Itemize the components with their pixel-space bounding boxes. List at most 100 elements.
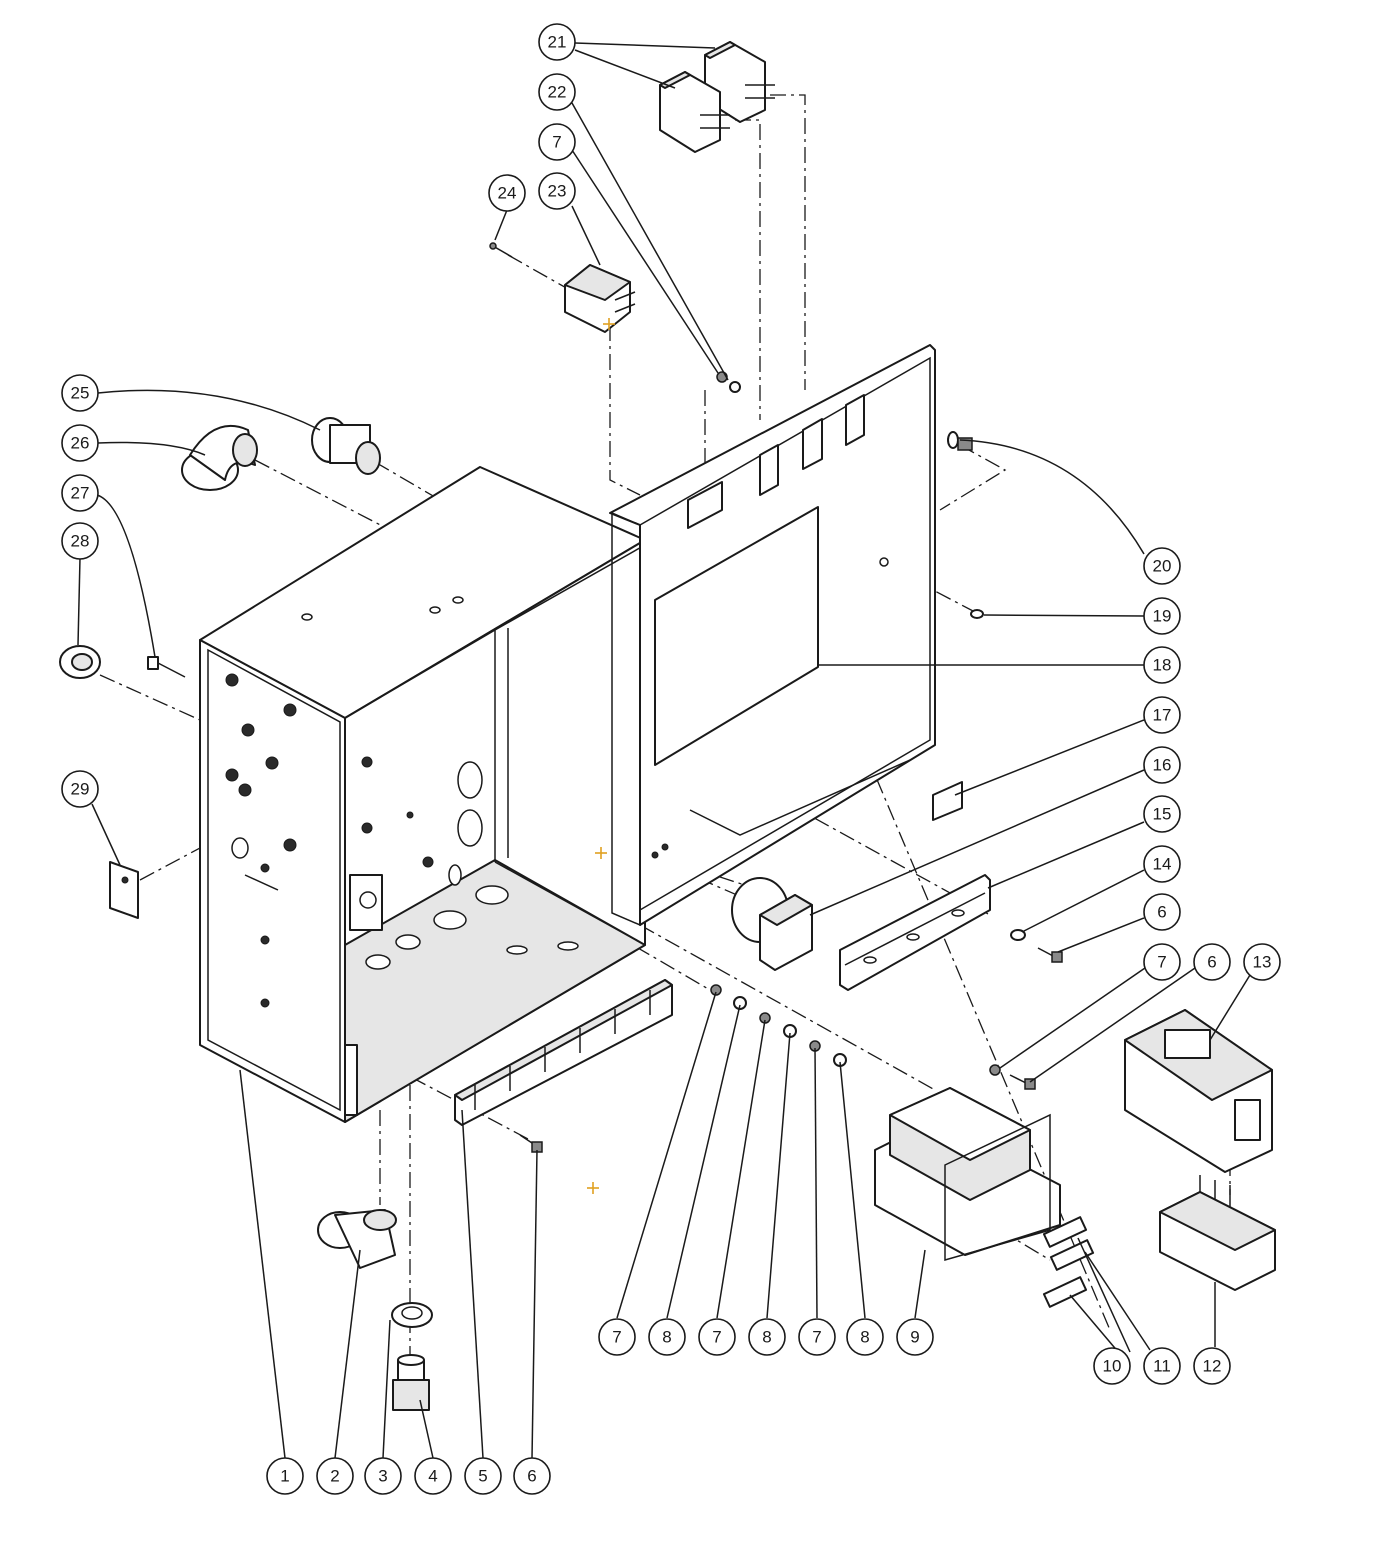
callout-28: 28 <box>61 522 99 560</box>
svg-text:26: 26 <box>71 434 90 453</box>
callout-13: 13 <box>1243 943 1281 981</box>
grommet-inner <box>71 653 93 671</box>
callout-6-contactor: 6 <box>1193 943 1231 981</box>
transformer <box>874 1087 1061 1261</box>
callout-24: 24 <box>488 174 526 212</box>
callout-23: 23 <box>538 172 576 210</box>
svg-text:16: 16 <box>1153 756 1172 775</box>
conduit-fitting <box>392 1354 430 1411</box>
contactor-washer <box>989 1064 1001 1076</box>
contactor <box>1124 1009 1273 1173</box>
washer-nut-row <box>710 984 847 1067</box>
svg-text:7: 7 <box>552 133 561 152</box>
callout-7-row-c: 7 <box>798 1318 836 1356</box>
callout-8-row-b: 8 <box>748 1318 786 1356</box>
callout-7-contactor: 7 <box>1143 943 1181 981</box>
callout-8-row-a: 8 <box>648 1318 686 1356</box>
angled-cord-connector <box>181 425 258 491</box>
svg-text:6: 6 <box>1157 903 1166 922</box>
callout-7-row-a: 7 <box>598 1318 636 1356</box>
svg-text:22: 22 <box>548 83 567 102</box>
svg-text:7: 7 <box>712 1328 721 1347</box>
callout-18: 18 <box>1143 646 1181 684</box>
svg-text:29: 29 <box>71 780 90 799</box>
svg-text:1: 1 <box>280 1467 289 1486</box>
callout-6-rail: 6 <box>1143 893 1181 931</box>
leader-lines <box>77 42 1251 1459</box>
svg-text:14: 14 <box>1153 855 1172 874</box>
callout-11: 11 <box>1143 1347 1181 1385</box>
svg-text:17: 17 <box>1153 706 1172 725</box>
svg-text:3: 3 <box>378 1467 387 1486</box>
door-screw <box>947 431 973 451</box>
svg-text:7: 7 <box>612 1328 621 1347</box>
callout-14: 14 <box>1143 845 1181 883</box>
svg-text:8: 8 <box>860 1328 869 1347</box>
overload-relay <box>1159 1175 1276 1291</box>
svg-text:7: 7 <box>812 1328 821 1347</box>
selector-switch <box>564 264 636 333</box>
terminal-block <box>454 979 673 1126</box>
callout-29: 29 <box>61 770 99 808</box>
callout-17: 17 <box>1143 696 1181 734</box>
svg-text:20: 20 <box>1153 557 1172 576</box>
callout-1: 1 <box>266 1457 304 1495</box>
svg-text:7: 7 <box>1157 953 1166 972</box>
callout-7-top: 7 <box>538 123 576 161</box>
svg-text:13: 13 <box>1253 953 1272 972</box>
screw <box>489 242 513 258</box>
callout-7-row-b: 7 <box>698 1318 736 1356</box>
callout-25: 25 <box>61 374 99 412</box>
svg-text:8: 8 <box>662 1328 671 1347</box>
bolt <box>147 656 186 678</box>
door-washer <box>970 609 984 619</box>
svg-text:27: 27 <box>71 484 90 503</box>
svg-text:5: 5 <box>478 1467 487 1486</box>
callout-4: 4 <box>414 1457 452 1495</box>
svg-text:24: 24 <box>498 184 517 203</box>
elbow-connector <box>317 1209 397 1269</box>
svg-text:21: 21 <box>548 33 567 52</box>
rail-washer <box>1010 929 1026 941</box>
din-rail <box>839 874 991 991</box>
svg-text:6: 6 <box>527 1467 536 1486</box>
svg-text:2: 2 <box>330 1467 339 1486</box>
warning-label <box>932 781 963 821</box>
callout-16: 16 <box>1143 746 1181 784</box>
enclosure-box <box>199 466 646 1123</box>
callout-6-bottom: 6 <box>513 1457 551 1495</box>
svg-text:19: 19 <box>1153 607 1172 626</box>
callout-26: 26 <box>61 424 99 462</box>
callout-22: 22 <box>538 73 576 111</box>
svg-text:12: 12 <box>1203 1357 1222 1376</box>
washer <box>729 381 741 393</box>
block-screw <box>519 1134 543 1153</box>
callout-2: 2 <box>316 1457 354 1495</box>
svg-text:8: 8 <box>762 1328 771 1347</box>
callout-10: 10 <box>1093 1347 1131 1385</box>
svg-text:28: 28 <box>71 532 90 551</box>
straight-cord-connector <box>311 417 381 475</box>
rocker-switch-pair <box>659 41 775 153</box>
timer-motor <box>731 877 813 971</box>
svg-text:25: 25 <box>71 384 90 403</box>
callout-27: 27 <box>61 474 99 512</box>
svg-text:9: 9 <box>910 1328 919 1347</box>
callout-19: 19 <box>1143 597 1181 635</box>
enclosure-door <box>609 344 936 927</box>
callout-8-row-c: 8 <box>846 1318 884 1356</box>
latch-clip <box>109 861 139 919</box>
svg-text:11: 11 <box>1153 1357 1171 1376</box>
contactor-screw <box>1009 1074 1036 1090</box>
svg-text:6: 6 <box>1207 953 1216 972</box>
locknut-hole <box>401 1306 423 1320</box>
svg-text:15: 15 <box>1153 805 1172 824</box>
svg-text:18: 18 <box>1153 656 1172 675</box>
callout-20: 20 <box>1143 547 1181 585</box>
svg-text:4: 4 <box>428 1467 437 1486</box>
fuses <box>1042 1216 1095 1308</box>
callout-21: 21 <box>538 23 576 61</box>
callout-3: 3 <box>364 1457 402 1495</box>
callout-12: 12 <box>1193 1347 1231 1385</box>
